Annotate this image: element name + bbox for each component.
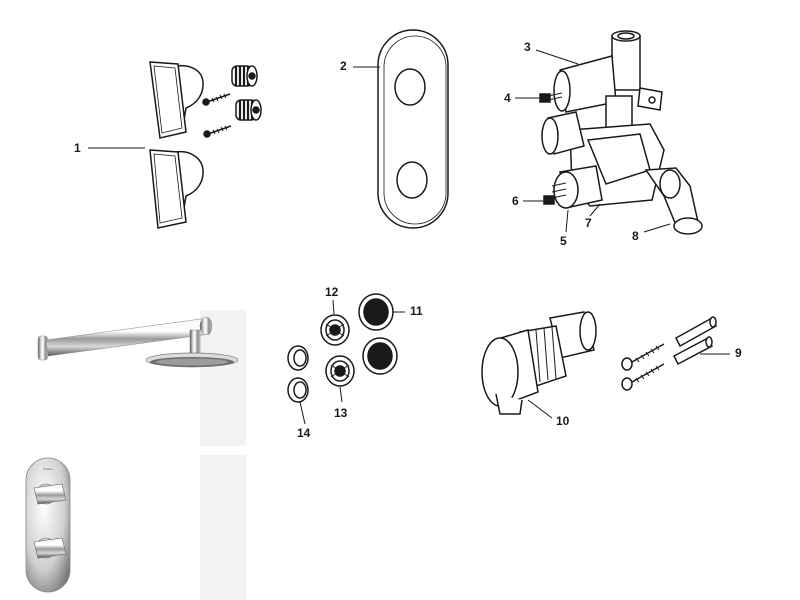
label-part-11: 11 bbox=[410, 304, 423, 318]
label-part-4: 4 bbox=[504, 91, 511, 105]
ring-14-lower bbox=[287, 377, 309, 403]
washer-11-upper bbox=[358, 293, 394, 331]
label-part-3: 3 bbox=[524, 40, 531, 54]
faceplate-part-2 bbox=[353, 29, 449, 229]
wall-plug-upper bbox=[675, 316, 717, 348]
spline-insert-upper bbox=[231, 65, 258, 87]
label-part-6: 6 bbox=[512, 194, 519, 208]
wall-outlet-part-10 bbox=[481, 311, 597, 419]
screw-9-upper bbox=[621, 343, 665, 371]
label-part-2: 2 bbox=[340, 59, 347, 73]
wall-plug-lower bbox=[673, 336, 713, 366]
screw-upper bbox=[202, 93, 231, 106]
label-part-1: 1 bbox=[74, 141, 81, 155]
label-part-13: 13 bbox=[334, 406, 348, 420]
washer-11-lower bbox=[362, 337, 398, 375]
spline-insert-lower bbox=[235, 99, 262, 121]
seals-filters-parts-11-14 bbox=[287, 293, 405, 425]
filter-13 bbox=[325, 355, 355, 387]
label-part-8: 8 bbox=[632, 229, 639, 243]
filter-12 bbox=[320, 314, 350, 346]
upper-handle bbox=[149, 61, 204, 139]
label-part-14: 14 bbox=[297, 426, 311, 440]
label-part-7: 7 bbox=[585, 216, 592, 230]
label-part-10: 10 bbox=[556, 414, 570, 428]
label-part-9: 9 bbox=[735, 346, 742, 360]
svg-text:bristan: bristan bbox=[43, 467, 52, 471]
ring-14-upper bbox=[287, 345, 309, 371]
valve-body-parts-3-8 bbox=[515, 30, 703, 235]
screw-9-lower bbox=[621, 363, 665, 391]
fixings-part-9 bbox=[621, 316, 730, 391]
lower-handle bbox=[149, 149, 204, 229]
valve-plate-photo: bristan bbox=[0, 455, 246, 600]
label-part-12: 12 bbox=[325, 285, 339, 299]
screw-lower bbox=[203, 125, 232, 138]
label-part-5: 5 bbox=[560, 234, 567, 248]
shower-head-photo bbox=[32, 310, 246, 446]
handle-set-part-1 bbox=[88, 61, 262, 229]
